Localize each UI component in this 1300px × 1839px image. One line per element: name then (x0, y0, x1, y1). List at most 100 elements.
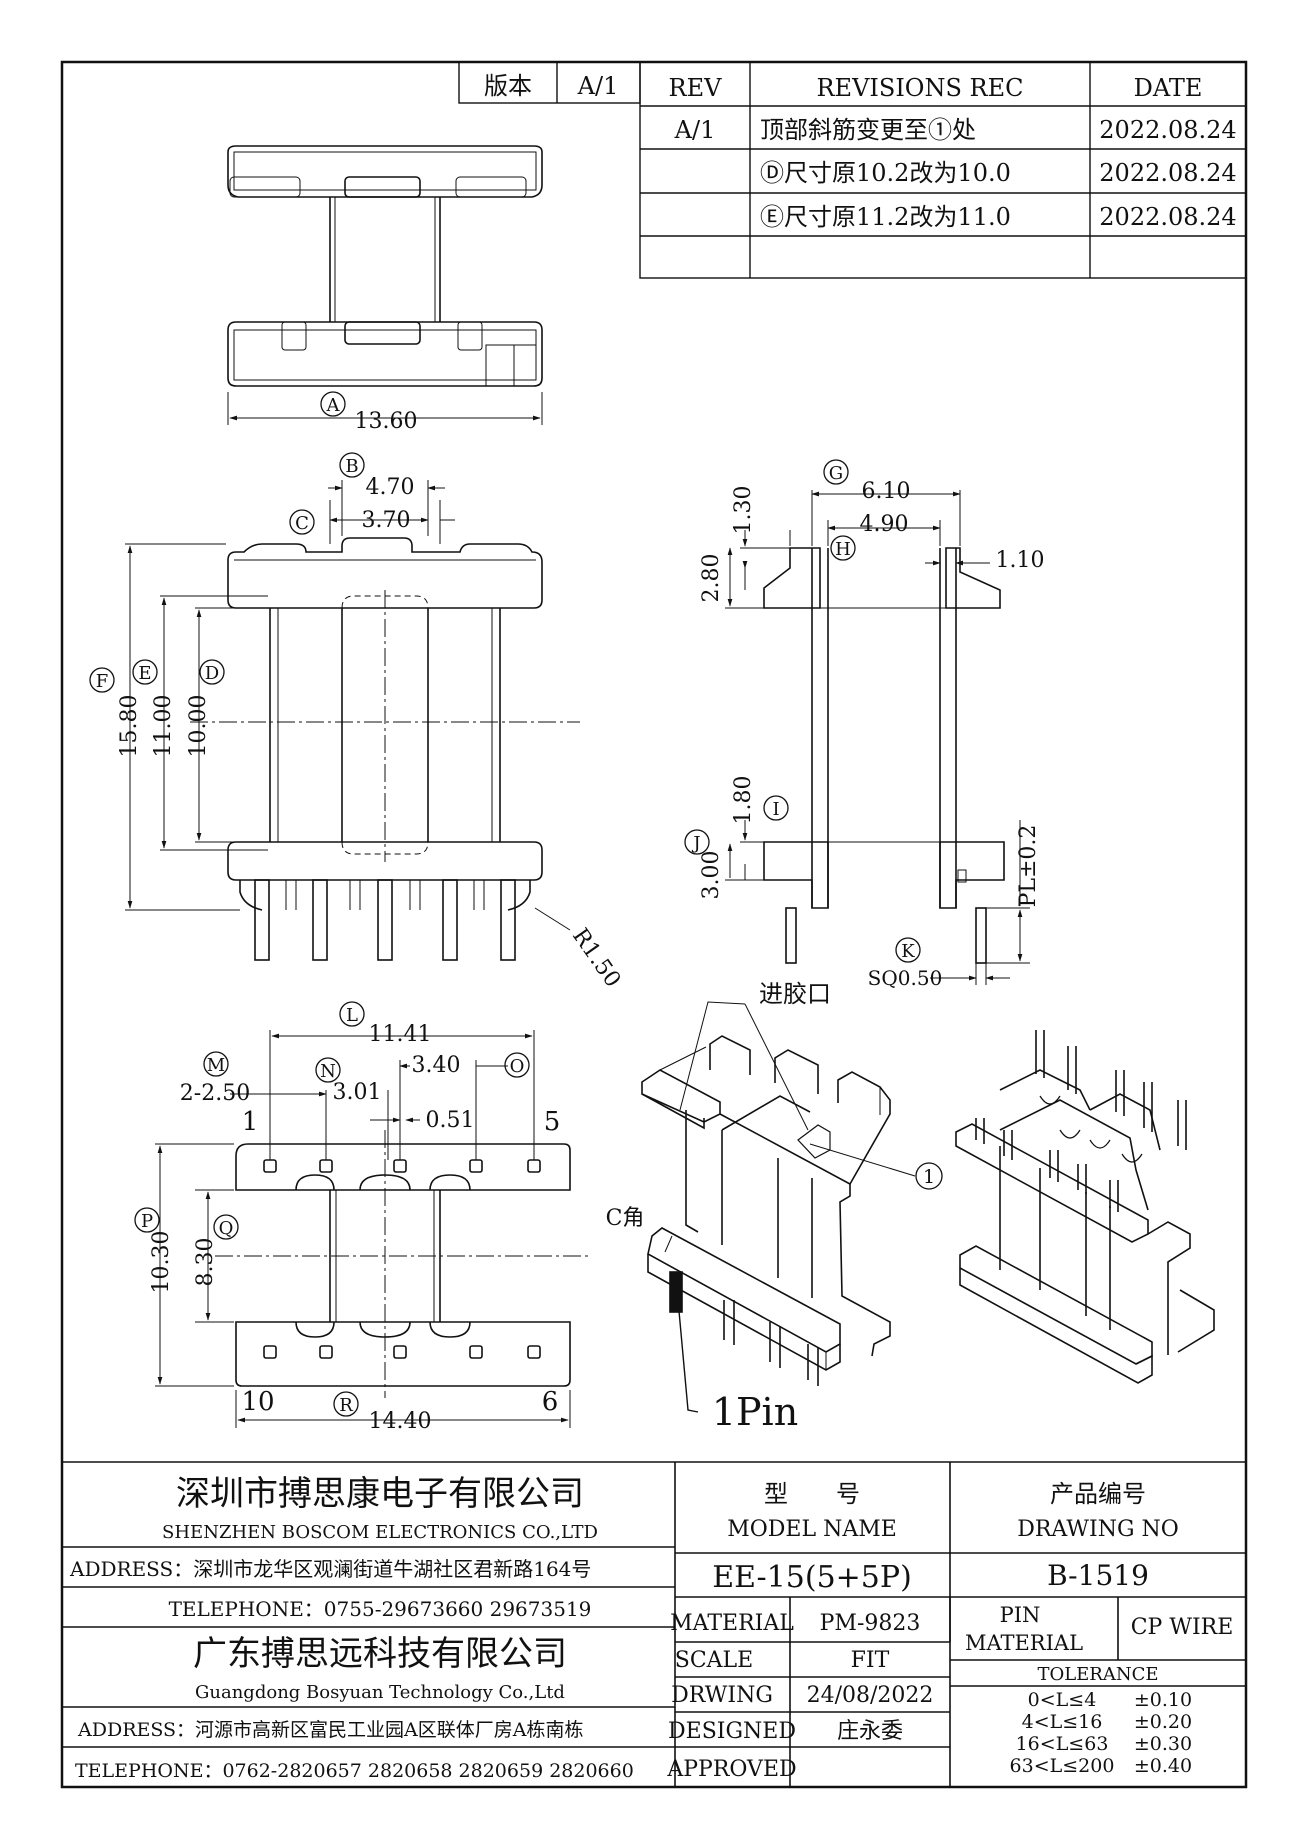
date-header: DATE (1134, 74, 1203, 102)
dim-R-bottom-circle (333, 1391, 359, 1417)
bottom-view-labels: L 11.41 M 2-2.50 N 3.01 3.40 O 0.51 1 5 … (134, 1001, 561, 1434)
designed-value: 庄永委 (837, 1719, 903, 1744)
company2-telephone: TELEPHONE：0762-2820657 2820658 2820659 2… (75, 1760, 634, 1782)
side-view-labels: G 6.10 4.90 H 1.10 1.30 2.80 I 1.80 J 3.… (684, 459, 1044, 990)
dim-D-circle (199, 659, 225, 685)
rev-row-1-date: 2022.08.24 (1099, 116, 1236, 144)
material-label: MATERIAL (670, 1611, 794, 1636)
dim-F-letter: F (96, 671, 109, 692)
rev-row-1-rev: A/1 (674, 116, 716, 144)
revision-table (458, 61, 1247, 279)
gate-callout: 进胶口 (759, 980, 831, 1008)
company2-name-cn: 广东搏思远科技有限公司 (193, 1634, 567, 1674)
isometric-view-1-labels: 进胶口 1 C角 1Pin (606, 980, 943, 1434)
dim-H-letter: H (835, 539, 851, 560)
dim-O-value: 3.40 (412, 1053, 461, 1078)
bottom-view (155, 1030, 590, 1428)
front-view-labels: B 4.70 C 3.70 F 15.80 E 11.00 D 10.00 R1… (89, 452, 625, 992)
tolerance-row-2-value: ±0.20 (1134, 1711, 1192, 1733)
pin-material-label-2: MATERIAL (965, 1631, 1083, 1655)
drawing-date-value: 24/08/2022 (807, 1683, 934, 1708)
dim-P-letter: P (141, 1211, 153, 1232)
dim-N-letter: N (320, 1061, 336, 1082)
version-value: A/1 (577, 72, 619, 100)
tolerance-row-1-value: ±0.10 (1134, 1689, 1192, 1711)
drawing-no-cn: 产品编号 (1050, 1480, 1146, 1508)
isometric-view-2 (955, 1030, 1215, 1384)
dim-D-value: 10.00 (186, 695, 211, 758)
scale-value: FIT (851, 1648, 890, 1673)
dim-O-circle (504, 1052, 530, 1078)
dim-F-value: 15.80 (117, 695, 142, 758)
dim-B-value: 4.70 (366, 475, 415, 500)
version-label: 版本 (484, 72, 532, 100)
dim-J-circle (684, 829, 710, 855)
rev-row-2-rec: Ⓓ尺寸原10.2改为10.0 (760, 159, 1011, 187)
dim-K-circle (895, 937, 921, 963)
drawing-no-en: DRAWING NO (1017, 1517, 1179, 1542)
mark-1-circle (915, 1162, 943, 1190)
dim-051-value: 0.51 (426, 1108, 475, 1133)
dim-Q-letter: Q (219, 1218, 234, 1239)
dim-Q-circle (213, 1214, 239, 1240)
dim-Q-value: 8.30 (193, 1238, 218, 1287)
dim-E-value: 11.00 (151, 695, 176, 758)
model-name-cn: 型 号 (764, 1480, 860, 1508)
model-name-value: EE-15(5+5P) (712, 1560, 912, 1595)
dim-J-letter: J (691, 833, 700, 854)
tolerance-label: TOLERANCE (1037, 1664, 1158, 1685)
dim-L-value: 11.41 (369, 1022, 432, 1047)
tolerance-row-3-range: 16<L≤63 (1016, 1733, 1109, 1755)
dim-K-value: SQ0.50 (868, 966, 943, 990)
company2-name-en: Guangdong Bosyuan Technology Co.,Ltd (195, 1682, 565, 1703)
pin-5-label: 5 (544, 1107, 561, 1137)
rec-header: REVISIONS REC (816, 74, 1023, 102)
dim-top-1-30: 1.30 (731, 486, 756, 535)
front-view (125, 480, 580, 961)
pin-10-label: 10 (241, 1387, 274, 1417)
dim-K-letter: K (901, 941, 915, 962)
designed-label: DESIGNED (668, 1719, 796, 1744)
dim-P-value: 10.30 (149, 1231, 174, 1294)
dim-PL-value: PL±0.2 (1016, 825, 1041, 908)
rev-row-1-rec: 顶部斜筋变更至①处 (760, 116, 976, 144)
dim-J-value: 3.00 (699, 851, 724, 900)
dim-R-bottom-letter: R (339, 1395, 353, 1416)
dim-F-circle (89, 667, 115, 693)
isometric-view-1 (641, 1001, 916, 1413)
dim-A-value: 13.60 (355, 409, 418, 434)
dim-C-letter: C (295, 513, 309, 534)
revision-table-text: 版本 A/1 REV REVISIONS REC DATE A/1 顶部斜筋变更… (484, 72, 1237, 231)
rev-row-3-date: 2022.08.24 (1099, 203, 1236, 231)
dim-E-letter: E (138, 663, 151, 684)
material-value: PM-9823 (820, 1611, 921, 1636)
pin-material-label-1: PIN (1000, 1603, 1041, 1627)
top-view (227, 145, 543, 425)
dim-M-value: 2-2.50 (180, 1081, 250, 1106)
tolerance-row-1-range: 0<L≤4 (1028, 1689, 1097, 1711)
mark-1-text: 1 (923, 1166, 935, 1188)
dim-P-circle (134, 1207, 160, 1233)
dim-N-value: 3.01 (333, 1080, 382, 1105)
pin-1-label: 1 (242, 1107, 259, 1137)
drawing-date-label: DRWING (671, 1683, 773, 1708)
dim-B-letter: B (345, 456, 358, 477)
title-block (62, 1461, 1246, 1787)
company2-address: ADDRESS：河源市高新区富民工业园A区联体厂房A栋南栋 (77, 1719, 584, 1741)
dim-L-circle (339, 1001, 365, 1027)
dim-H-value: 4.90 (860, 512, 909, 537)
company1-name-en: SHENZHEN BOSCOM ELECTRONICS CO.,LTD (162, 1522, 598, 1543)
dim-I-letter: I (772, 799, 779, 820)
dim-R-value: R1.50 (567, 924, 625, 992)
title-block-text: 深圳市搏思康电子有限公司 SHENZHEN BOSCOM ELECTRONICS… (69, 1474, 1233, 1782)
dim-D-letter: D (205, 663, 219, 684)
dim-G-letter: G (829, 463, 843, 484)
dim-A-circle (320, 391, 346, 417)
dim-O-letter: O (510, 1056, 525, 1077)
company1-address: ADDRESS：深圳市龙华区观澜街道牛湖社区君新路164号 (69, 1557, 591, 1581)
dim-G-circle (823, 459, 849, 485)
pin1-callout: 1Pin (712, 1390, 798, 1434)
dim-C-value: 3.70 (362, 508, 411, 533)
tolerance-row-4-value: ±0.40 (1134, 1755, 1192, 1777)
